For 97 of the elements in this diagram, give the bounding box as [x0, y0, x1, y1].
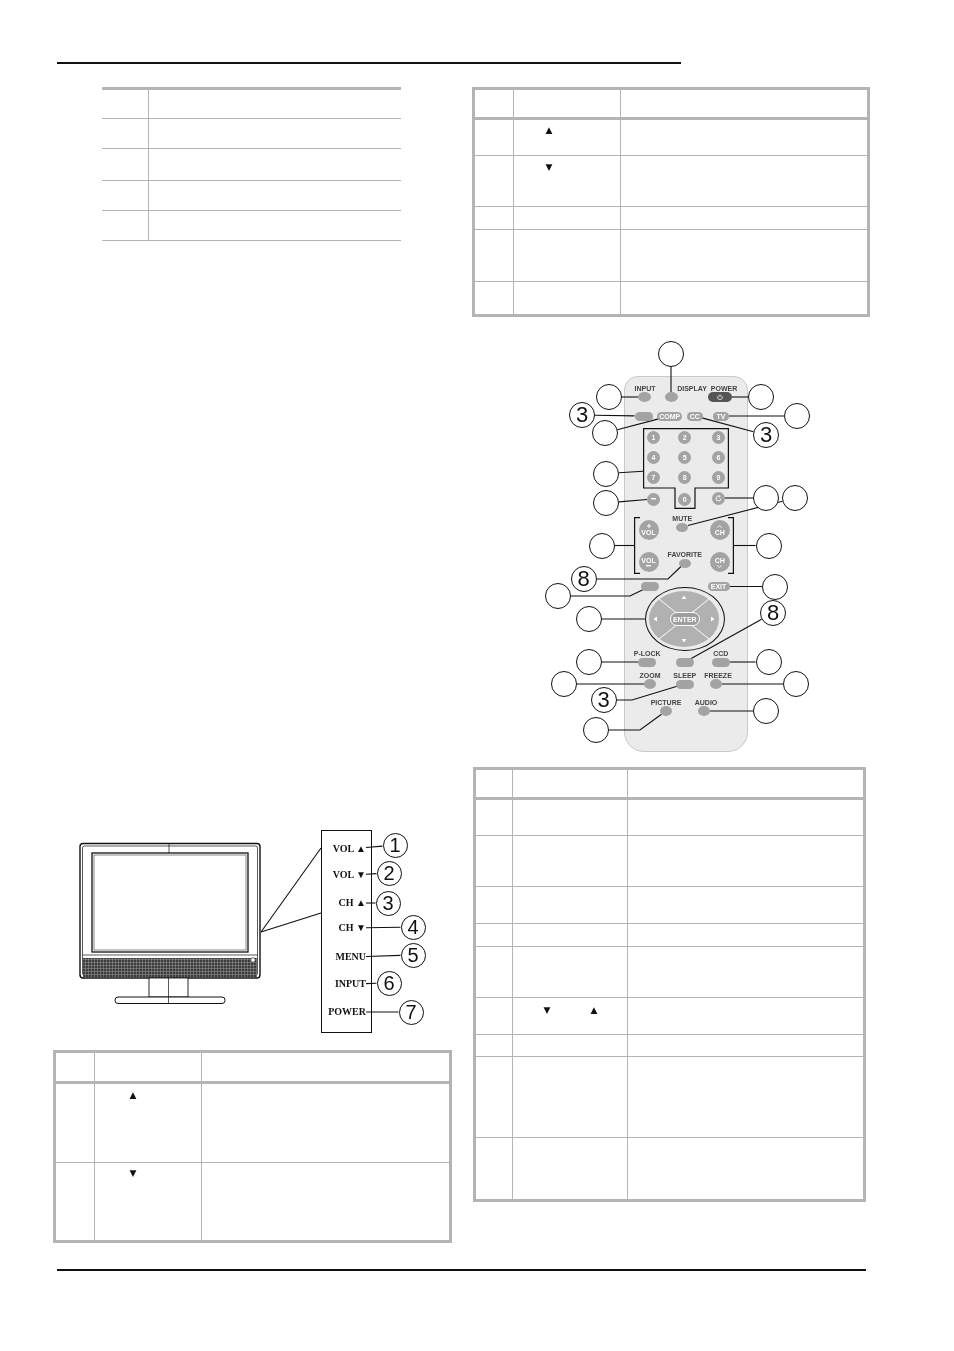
- arrow-symbol: ▼: [129, 1168, 137, 1178]
- arrow-symbol: ▲: [129, 1090, 137, 1100]
- leader-line: [690, 618, 763, 660]
- remote-key: [697, 706, 710, 716]
- callout-circle: [593, 460, 619, 487]
- callout-number: 8: [570, 566, 597, 592]
- leader-line: [618, 470, 644, 474]
- leader-line: [729, 661, 757, 663]
- leader-line: [600, 661, 639, 663]
- control-label: MENU: [335, 951, 366, 963]
- callout-circle: [783, 671, 809, 697]
- leader-line: [365, 954, 402, 958]
- leader-line: [620, 396, 639, 398]
- remote-key: [638, 657, 657, 667]
- bracket: [634, 517, 640, 574]
- callout-circle: [755, 532, 782, 559]
- callout-number: 3: [569, 402, 595, 428]
- callout-number: 2: [376, 860, 402, 886]
- leader-line: [614, 544, 635, 547]
- callout-number: 7: [398, 999, 424, 1025]
- remote-key: [678, 558, 691, 568]
- control-label: CH ▲: [338, 897, 366, 909]
- control-label: POWER: [328, 1006, 366, 1018]
- leader-line: [600, 618, 646, 620]
- leader-line: [365, 982, 378, 985]
- remote-key: [711, 657, 730, 667]
- leader-line: [733, 544, 757, 547]
- remote-key: [634, 411, 653, 421]
- leader-line: [618, 498, 648, 503]
- callout-circle: [782, 485, 808, 511]
- control-label: CH ▼: [338, 922, 366, 934]
- remote-key: [644, 679, 656, 689]
- leader-line: [365, 926, 402, 929]
- callout-circle: [550, 671, 577, 697]
- callout-circle: [591, 420, 618, 446]
- leader-line: [728, 415, 785, 417]
- power-key: [707, 392, 732, 402]
- callout-circle: [595, 384, 622, 410]
- arrow-symbol: ▼: [543, 1005, 551, 1015]
- leader-line: [731, 396, 749, 398]
- zoom-line: [260, 847, 322, 933]
- callout-number: 6: [376, 970, 402, 996]
- tv-monitor-drawing: [79, 842, 261, 1005]
- arrow-symbol: ▼: [545, 162, 553, 172]
- callout-circle: [748, 384, 774, 410]
- callout-circle: [753, 698, 779, 724]
- remote-key: [710, 679, 722, 689]
- leader-line: [365, 845, 384, 849]
- callout-circle: [784, 403, 810, 429]
- leader-line: [365, 873, 378, 875]
- leader-line: [670, 366, 672, 393]
- callout-circle: [589, 532, 615, 559]
- leader-line: [724, 497, 754, 499]
- remote-key: [638, 392, 652, 402]
- remote-key: [660, 706, 672, 716]
- side-panel: [321, 830, 372, 1033]
- callout-number: 1: [382, 832, 408, 858]
- leader-line: [365, 1011, 400, 1013]
- leader-line: [687, 500, 783, 527]
- bracket: [643, 428, 729, 509]
- leader-line: [728, 585, 763, 588]
- callout-circle: [755, 649, 782, 675]
- callout-circle: [658, 341, 684, 367]
- callout-circle: [593, 490, 619, 516]
- remote-key: [640, 582, 659, 591]
- remote-key: [664, 392, 678, 402]
- arrow-symbol: ▲: [590, 1005, 598, 1015]
- callout-circle: [545, 583, 571, 609]
- remote-key: [675, 657, 694, 667]
- callout-number: 3: [753, 422, 779, 448]
- callout-circle: [762, 573, 788, 600]
- arrow-symbol: ▲: [545, 125, 553, 135]
- callout-number: 4: [400, 914, 426, 940]
- callout-circle: [583, 717, 609, 743]
- leader-line: [575, 683, 645, 685]
- leader-line: [701, 417, 754, 433]
- leader-line: [595, 565, 682, 580]
- remote-key: [675, 679, 694, 689]
- leader-line: [365, 902, 377, 904]
- control-label: VOL ▼: [332, 869, 366, 881]
- bracket: [728, 517, 734, 574]
- leader-line: [708, 710, 754, 712]
- control-label: INPUT: [334, 978, 366, 990]
- callout-number: 3: [590, 687, 617, 713]
- zoom-line: [260, 912, 322, 933]
- remote-key: [676, 522, 689, 532]
- callout-number: 3: [375, 890, 401, 916]
- callout-circle: [753, 485, 779, 511]
- callout-circle: [575, 649, 602, 675]
- remote-control: [624, 376, 748, 752]
- callout-number: 5: [400, 942, 426, 968]
- leader-line: [608, 713, 663, 731]
- callout-number: 8: [760, 600, 786, 626]
- leader-line: [594, 414, 636, 417]
- remote-key: [647, 492, 660, 506]
- control-label: VOL ▲: [332, 843, 366, 855]
- callout-circle: [575, 606, 602, 632]
